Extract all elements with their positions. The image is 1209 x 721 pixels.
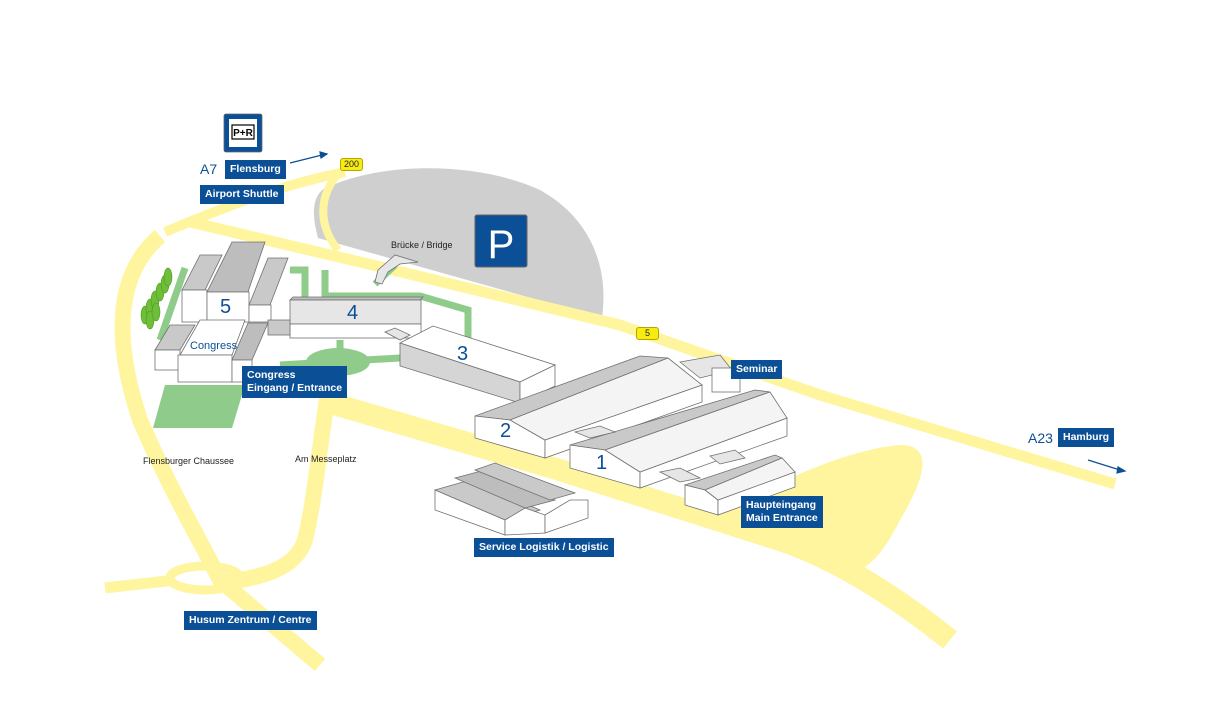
hall-4-number: 4 [347, 302, 359, 324]
main-entrance-building[interactable] [658, 449, 796, 516]
service-logistic-label[interactable]: Service Logistik / Logistic [474, 538, 614, 557]
parking-text: P [488, 223, 515, 267]
arrow-to-hamburg-icon [1087, 459, 1121, 471]
congress-entrance-line2: Eingang / Entrance [247, 382, 343, 394]
highway-a23-number: A23 [1028, 430, 1053, 446]
am-messeplatz-name: Am Messeplatz [295, 454, 357, 464]
road-b5 [188, 216, 1117, 490]
parking-icon[interactable]: P [474, 214, 528, 268]
trees [140, 267, 173, 330]
road-flensburger-chaussee [114, 229, 326, 672]
congress-entrance-line1: Congress [247, 369, 296, 381]
hall-2[interactable] [474, 354, 741, 459]
hall-5[interactable] [181, 241, 289, 323]
service-logistics-building[interactable] [433, 462, 589, 536]
road-badge-200: 200 [340, 158, 364, 171]
seminar-label[interactable]: Seminar [731, 360, 783, 379]
bridge[interactable] [374, 254, 419, 285]
park-and-ride-text: P+R [233, 128, 254, 139]
parking-area[interactable] [313, 168, 604, 318]
hall-5-number: 5 [220, 296, 232, 318]
hall-3[interactable] [384, 325, 557, 404]
green-field [153, 385, 245, 428]
husum-centre-label[interactable]: Husum Zentrum / Centre [184, 611, 317, 630]
hall-3-number: 3 [457, 343, 469, 365]
road-badge-5: 5 [636, 327, 660, 340]
hamburg-label[interactable]: Hamburg [1058, 428, 1115, 447]
hall-2-number: 2 [500, 420, 512, 442]
airport-shuttle-label[interactable]: Airport Shuttle [200, 185, 284, 204]
main-entrance-label[interactable]: Haupteingang Main Entrance [741, 496, 823, 528]
road-am-messeplatz [219, 378, 338, 591]
flensburg-label[interactable]: Flensburg [225, 160, 286, 179]
main-entrance-line1: Haupteingang [746, 499, 816, 511]
hall-4[interactable] [267, 296, 424, 339]
hall-1-number: 1 [596, 452, 608, 474]
congress-building-name: Congress [190, 340, 238, 352]
congress-entrance-label[interactable]: Congress Eingang / Entrance [242, 366, 348, 398]
highway-a7-number: A7 [200, 161, 218, 177]
buildings [154, 241, 796, 536]
park-and-ride-icon[interactable]: P+R [223, 113, 263, 153]
roundabout [165, 561, 245, 595]
flensburger-chaussee-name: Flensburger Chaussee [143, 456, 235, 466]
bridge-name: Brücke / Bridge [391, 240, 453, 250]
main-entrance-line2: Main Entrance [746, 512, 818, 524]
arrow-to-flensburg-icon [289, 154, 323, 164]
congress-building[interactable] [154, 319, 269, 383]
